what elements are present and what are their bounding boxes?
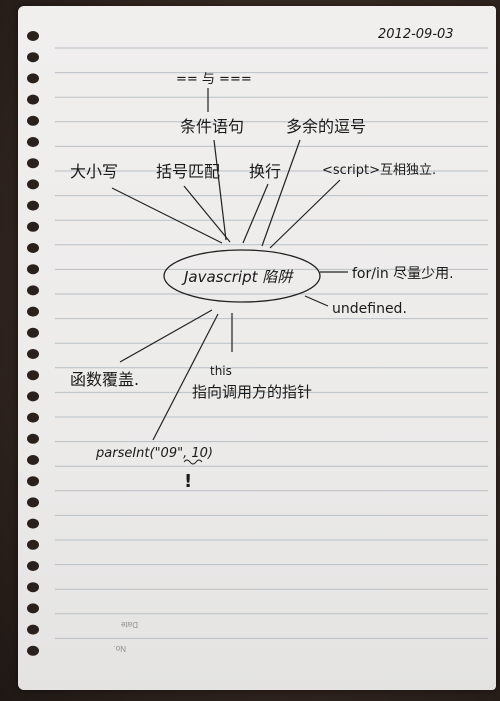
spiral-hole	[27, 476, 39, 487]
branch-script-tags: <script>互相独立.	[322, 163, 436, 178]
spiral-hole	[27, 327, 39, 338]
exclamation-mark: !	[184, 471, 192, 492]
notebook-page	[18, 6, 496, 690]
spiral-hole	[27, 518, 39, 529]
spiral-hole	[27, 137, 39, 147]
branch-undefined: undefined.	[332, 301, 407, 317]
spiral-hole	[27, 370, 39, 381]
spiral-hole	[27, 391, 39, 402]
branch-case: 大小写	[70, 162, 118, 181]
spiral-hole	[27, 73, 39, 84]
branch-function-override: 函数覆盖.	[70, 370, 139, 389]
date-label: Date	[121, 620, 138, 629]
branch-parseint: parseInt("09", 10)	[95, 446, 213, 461]
spiral-hole	[27, 561, 39, 571]
spiral-hole	[27, 221, 39, 232]
spiral-hole	[27, 645, 39, 656]
branch-this-meaning: 指向调用方的指针	[192, 383, 312, 401]
mind-map-connectors	[111, 88, 348, 441]
spiral-hole	[27, 349, 39, 359]
spiral-hole	[27, 52, 39, 63]
branch-newline: 换行	[249, 162, 281, 181]
branch-brackets: 括号匹配	[156, 162, 220, 181]
wavy-underline	[183, 459, 203, 465]
branch-equality: == 与 ===	[176, 72, 252, 87]
date-text: 2012-09-03	[378, 27, 454, 42]
spiral-hole	[27, 285, 39, 296]
spiral-hole	[27, 243, 39, 253]
spiral-hole	[27, 306, 39, 317]
spiral-hole	[27, 264, 39, 275]
spiral-hole	[27, 412, 39, 423]
spiral-hole	[27, 539, 39, 550]
spiral-hole	[27, 497, 39, 508]
ruled-lines	[55, 47, 488, 639]
spiral-hole	[27, 94, 39, 105]
spiral-hole	[27, 433, 39, 444]
spiral-hole	[27, 603, 39, 614]
no-label: No.	[114, 644, 126, 653]
center-topic: Javascript 陷阱	[181, 268, 294, 286]
spiral-hole	[27, 582, 39, 593]
branch-extra-comma: 多余的逗号	[286, 117, 366, 136]
spiral-hole	[27, 455, 39, 465]
center-ellipse	[163, 249, 321, 303]
spiral-holes	[27, 31, 39, 656]
branch-this: this	[210, 364, 232, 378]
spiral-hole	[27, 31, 39, 41]
spiral-hole	[27, 624, 39, 635]
spiral-hole	[27, 158, 39, 169]
spiral-hole	[27, 200, 39, 211]
branch-for-in: for/in 尽量少用.	[352, 266, 454, 282]
branch-conditionals: 条件语句	[180, 117, 244, 136]
spiral-hole	[27, 179, 39, 190]
spiral-hole	[27, 115, 39, 126]
